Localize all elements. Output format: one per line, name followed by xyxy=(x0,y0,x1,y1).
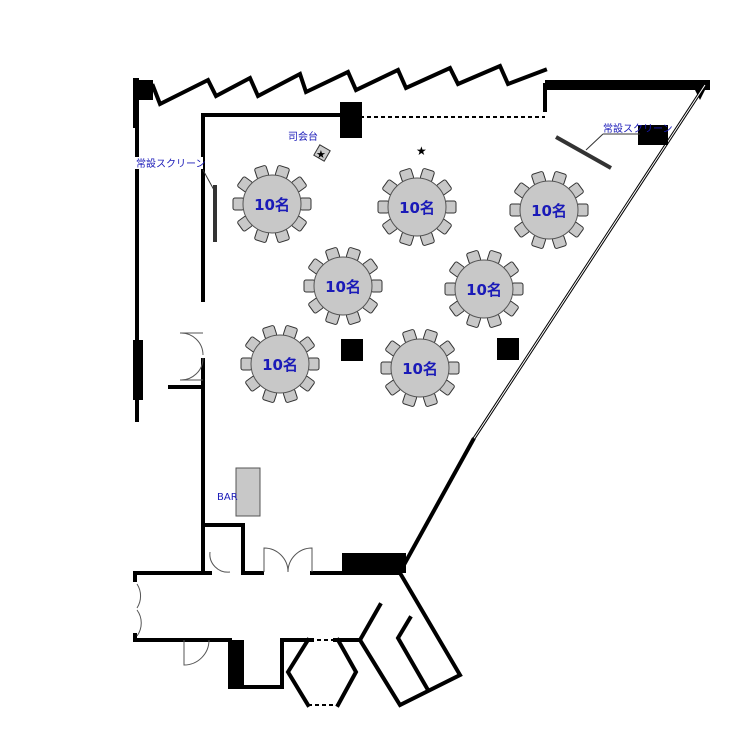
pillar xyxy=(638,125,668,145)
pillar xyxy=(340,102,362,138)
table-seat-label: 10名 xyxy=(254,196,290,214)
chair xyxy=(444,282,457,296)
chair xyxy=(380,361,393,375)
outer-walls xyxy=(133,63,710,575)
pillar xyxy=(342,553,406,573)
chair xyxy=(307,357,320,371)
bar-label: BAR xyxy=(217,492,238,503)
star-icon: ★ xyxy=(316,148,326,161)
table-seat-label: 10名 xyxy=(402,360,438,378)
round-table: 10名 xyxy=(377,168,457,246)
round-table: 10名 xyxy=(232,165,312,243)
round-table: 10名 xyxy=(380,329,460,407)
screen-left: 常設スクリーン xyxy=(135,157,217,242)
tables: 10名 10名 10名 10名 10名 10名 10名 xyxy=(232,165,589,407)
chair xyxy=(447,361,460,375)
table-seat-label: 10名 xyxy=(262,356,298,374)
round-table: 10名 xyxy=(303,247,383,325)
bar-counter: BAR xyxy=(217,467,261,517)
chair xyxy=(576,203,589,217)
column xyxy=(497,338,519,360)
chair xyxy=(299,197,312,211)
screen-left-label: 常設スクリーン xyxy=(136,157,206,170)
round-table: 10名 xyxy=(509,171,589,249)
table-top xyxy=(313,256,373,316)
hall-walls xyxy=(168,102,545,574)
mc-podium-label: 司会台 xyxy=(288,130,318,143)
chair xyxy=(240,357,253,371)
table-seat-label: 10名 xyxy=(399,199,435,217)
round-table: 10名 xyxy=(444,250,524,328)
chair xyxy=(509,203,522,217)
round-table: 10名 xyxy=(240,325,320,403)
table-top xyxy=(250,334,310,394)
table-seat-label: 10名 xyxy=(466,281,502,299)
table-top xyxy=(242,174,302,234)
chair xyxy=(444,200,457,214)
chair xyxy=(370,279,383,293)
screen-right: 常設スクリーン xyxy=(555,122,673,170)
star-icon: ★ xyxy=(416,144,427,158)
table-seat-label: 10名 xyxy=(531,202,567,220)
column xyxy=(341,339,363,361)
table-top xyxy=(387,177,447,237)
table-top xyxy=(454,259,514,319)
table-top xyxy=(519,180,579,240)
mc-podium: 司会台 ★ xyxy=(288,130,331,162)
chair xyxy=(511,282,524,296)
corridor-walls xyxy=(133,523,463,708)
chair xyxy=(232,197,245,211)
chair xyxy=(303,279,316,293)
screen-right-label: 常設スクリーン xyxy=(603,122,673,135)
pillar xyxy=(133,340,143,400)
table-seat-label: 10名 xyxy=(325,278,361,296)
table-top xyxy=(390,338,450,398)
chair xyxy=(377,200,390,214)
